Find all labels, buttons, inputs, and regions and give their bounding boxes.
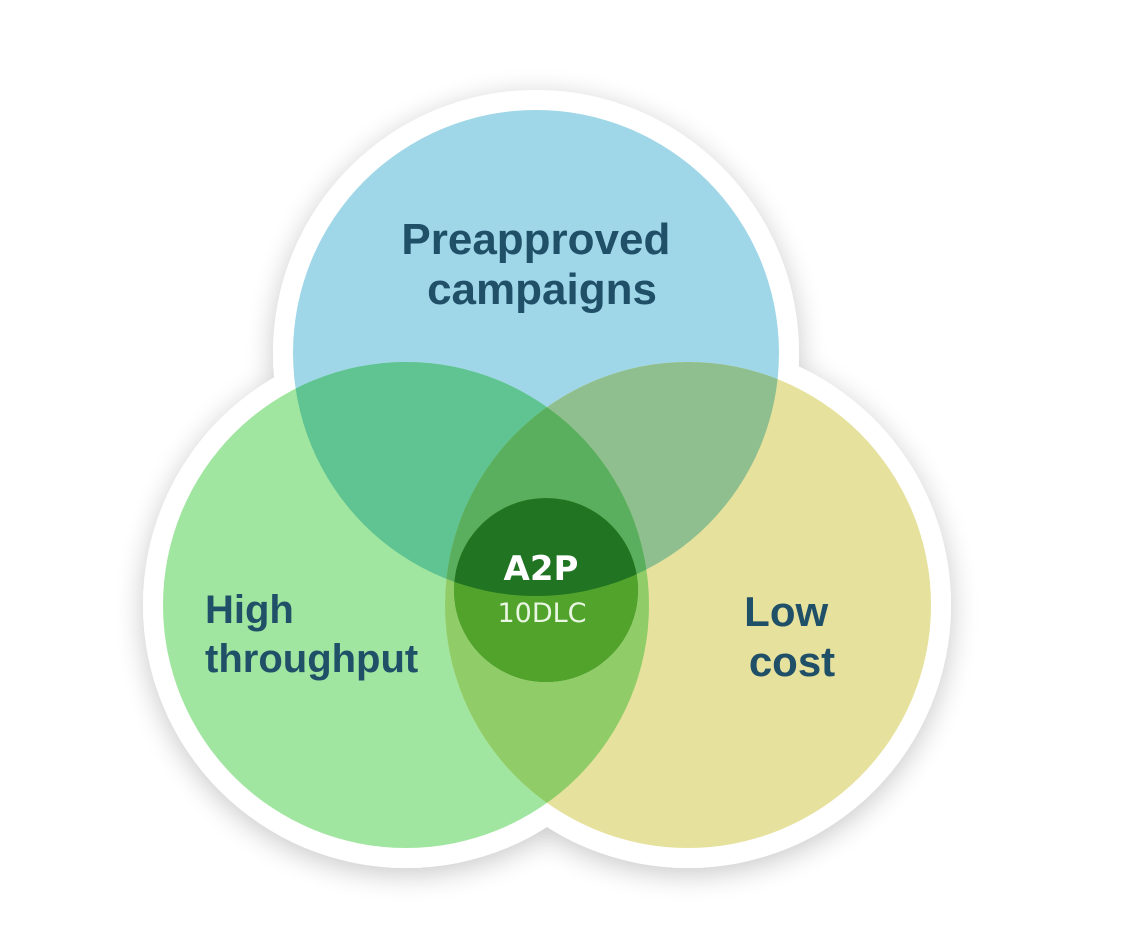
center-subtitle: 10DLC <box>497 598 586 629</box>
label-right: Low cost <box>744 588 840 685</box>
center-badge: A2P 10DLC <box>454 498 638 682</box>
label-left-line-2: throughput <box>205 637 418 681</box>
overlap-all-three <box>445 362 649 596</box>
center-title: A2P <box>504 549 579 589</box>
label-top-line-2: campaigns <box>427 265 657 314</box>
label-right-line-1: Low <box>744 588 828 635</box>
center-badge-top-area <box>454 498 638 596</box>
label-top: Preapproved campaigns <box>401 215 682 314</box>
label-left-line-1: High <box>205 588 294 632</box>
label-top-line-1: Preapproved <box>401 215 670 264</box>
label-right-line-2: cost <box>749 638 835 685</box>
label-left: High throughput <box>205 588 418 681</box>
